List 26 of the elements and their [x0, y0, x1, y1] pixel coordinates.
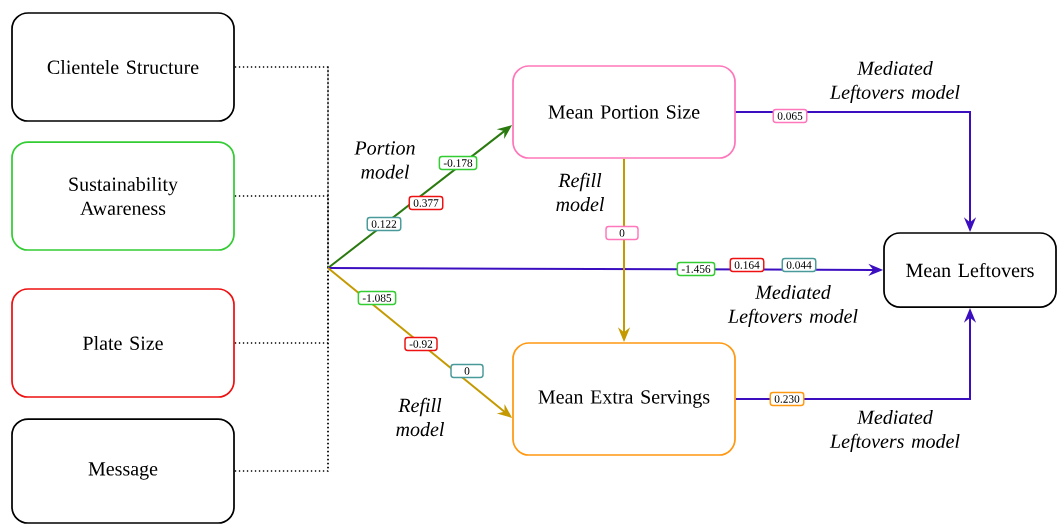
connector-line	[234, 195, 329, 269]
coefficient-label: -0.178	[438, 155, 478, 171]
variable-box: Clientele Structure	[11, 12, 235, 122]
coefficient-label: -0.92	[404, 336, 438, 352]
coefficient-label: 0	[605, 225, 639, 241]
coefficient-label: 0.065	[772, 108, 808, 124]
coefficient-label: 0	[450, 363, 484, 379]
coefficient-label: 0.377	[408, 195, 444, 211]
variable-box: Sustainability Awareness	[11, 141, 235, 251]
variable-box: Mean Extra Servings	[512, 342, 736, 456]
variable-box: Plate Size	[11, 288, 235, 398]
coefficient-label: 0.122	[366, 216, 402, 232]
model-label: Mediated Leftovers model	[829, 60, 960, 104]
coefficient-label: -1.085	[357, 290, 397, 306]
coefficient-label: 0.044	[781, 257, 817, 273]
model-label: Mediated Leftovers model	[727, 284, 858, 328]
model-label: Refill model	[396, 397, 444, 437]
coefficient-label: 0.230	[769, 391, 805, 407]
coefficient-label: -1.456	[676, 261, 716, 277]
connector-line	[234, 66, 329, 269]
variable-box: Mean Leftovers	[883, 232, 1057, 308]
model-label: Mediated Leftovers model	[829, 409, 960, 453]
variable-box: Message	[11, 418, 235, 524]
variable-box: Mean Portion Size	[512, 65, 736, 159]
coefficient-label: 0.164	[729, 257, 765, 273]
model-label: Portion model	[354, 141, 415, 179]
